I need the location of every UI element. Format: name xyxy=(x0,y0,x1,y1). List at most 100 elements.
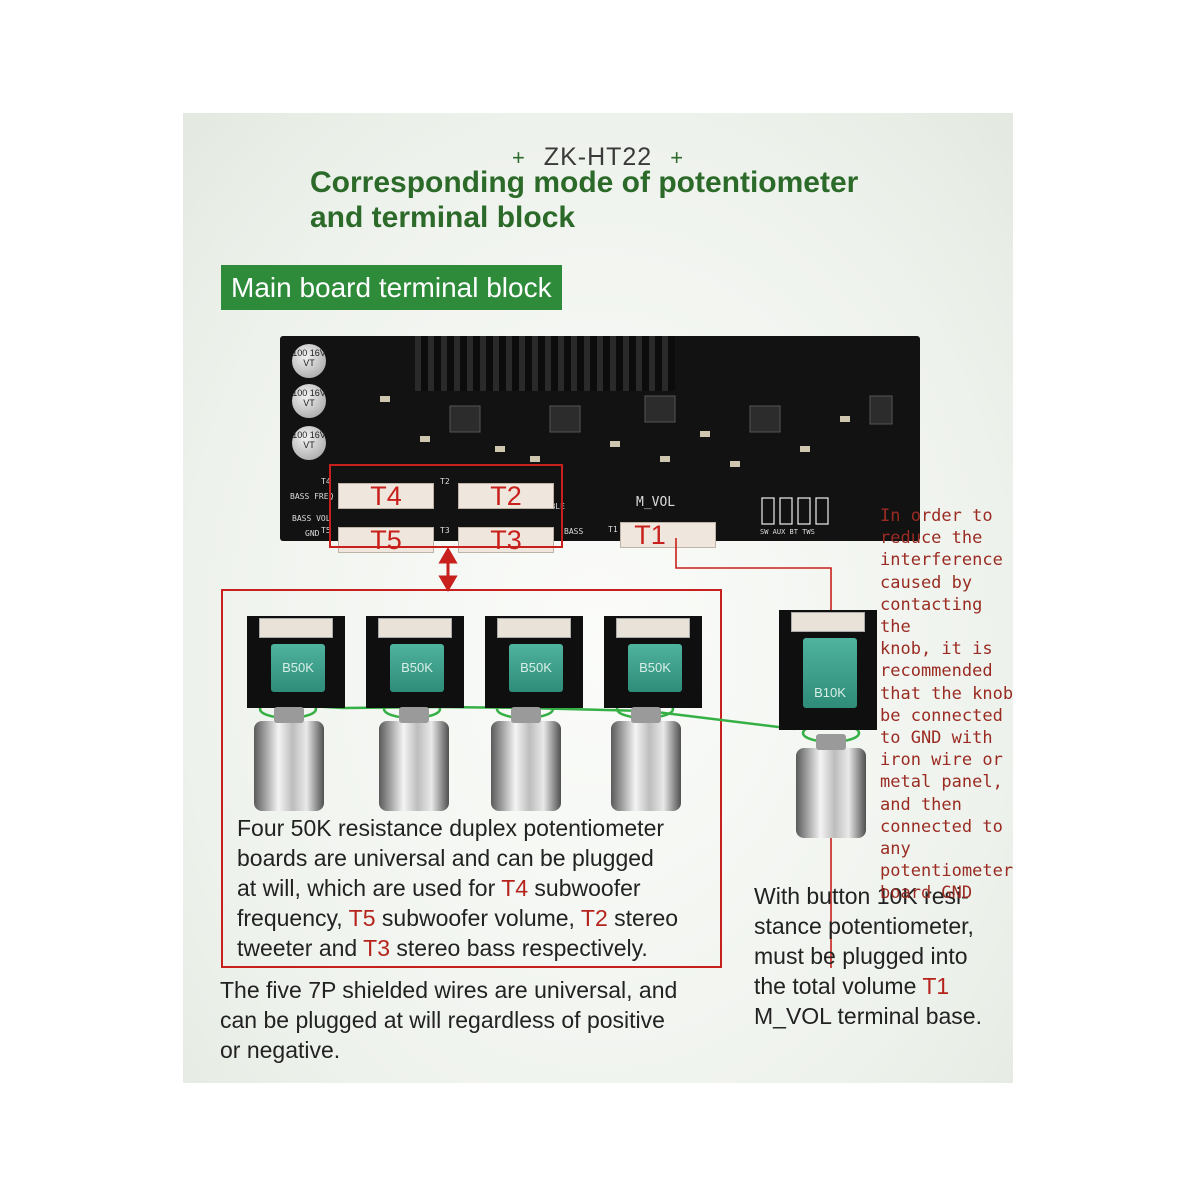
note-line: iron wire or xyxy=(880,750,1003,771)
pot-board: B50K xyxy=(247,616,345,708)
note-line: potentiometer xyxy=(880,861,1014,882)
knob-icon xyxy=(611,707,681,811)
note-line: that the knob xyxy=(880,683,1014,704)
note-line: reduce the xyxy=(880,528,983,549)
capacitor: 100 16V VT xyxy=(292,344,326,378)
text-line: can be plugged at will regardless of pos… xyxy=(220,1007,665,1033)
knob-icon xyxy=(796,734,866,838)
note-line: caused by xyxy=(880,572,973,593)
main-pot-description: With button 10K resi- stance potentiomet… xyxy=(754,881,982,1031)
section-label: Main board terminal block xyxy=(221,265,562,310)
text-run: subwoofer xyxy=(528,875,641,901)
gnd-side-note: In order to reduce the interference caus… xyxy=(880,505,1013,905)
highlight-t2: T2 xyxy=(580,905,608,931)
text-run: stereo xyxy=(607,905,679,931)
pot-group-frame xyxy=(221,589,722,968)
text-line: M_VOL terminal base. xyxy=(754,1003,982,1029)
text-line: boards are universal and can be plugged xyxy=(237,845,654,871)
pot-board: B50K xyxy=(604,616,702,708)
mvol-label: M_VOL xyxy=(636,495,676,510)
knob-icon xyxy=(491,707,561,811)
text-line: the total volume T1 xyxy=(754,971,982,1001)
terminal-t4 xyxy=(338,483,434,509)
note-line: In order to xyxy=(880,506,993,526)
terminal-label-t4: T4 xyxy=(370,481,402,511)
pot-board: B50K xyxy=(366,616,464,708)
text-run: the total volume xyxy=(754,973,923,999)
text-line: tweeter and T3 stereo bass respectively. xyxy=(237,933,678,963)
terminal-group-frame xyxy=(329,464,563,548)
note-line: any xyxy=(880,839,911,860)
header-7p xyxy=(259,618,333,638)
infographic-panel: + ZK-HT22 + Corresponding mode of potentio… xyxy=(183,113,1013,1083)
main-volume-pot-board: B10K xyxy=(779,610,877,730)
text-run: subwoofer volume, xyxy=(375,905,581,931)
header-7p xyxy=(791,612,865,632)
text-run: stereo bass respectively. xyxy=(390,935,648,961)
title-line-2: and terminal block xyxy=(310,201,576,234)
terminal-label-t1: T1 xyxy=(634,520,666,550)
highlight-t3: T3 xyxy=(363,935,391,961)
terminal-t2 xyxy=(458,483,554,509)
wire-description: The five 7P shielded wires are universal… xyxy=(220,975,677,1065)
pot-label: B50K xyxy=(390,644,444,692)
text-run: frequency, xyxy=(237,905,349,931)
header-7p xyxy=(616,618,690,638)
plus-right: + xyxy=(670,145,685,170)
silk-t5: T5 xyxy=(321,526,331,535)
terminal-t1 xyxy=(620,522,716,548)
text-line: With button 10K resi- xyxy=(754,883,969,909)
header-7p xyxy=(378,618,452,638)
silk-t3: T3 xyxy=(440,526,450,535)
terminal-label-t3: T3 xyxy=(490,525,522,555)
text-run: tweeter and xyxy=(237,935,364,961)
terminal-label-t5: T5 xyxy=(370,525,402,555)
title-line-1: Corresponding mode of potentiometer xyxy=(310,166,859,199)
note-line: be connected xyxy=(880,705,1003,726)
text-line: or negative. xyxy=(220,1037,341,1063)
silk-jumpers: SW AUX BT TWS xyxy=(760,528,815,536)
text-line: must be plugged into xyxy=(754,943,968,969)
pcb-traces xyxy=(380,395,893,525)
note-line: contacting the xyxy=(880,594,983,638)
double-arrow-icon xyxy=(438,547,458,592)
main-board-image: 100 16V VT 100 16V VT 100 16V VT BASS FR… xyxy=(280,336,920,554)
pot-label: B50K xyxy=(271,644,325,692)
t1-connector-line xyxy=(675,538,832,613)
note-line: interference xyxy=(880,550,1003,571)
note-line: recommended xyxy=(880,661,993,682)
terminal-t5 xyxy=(338,527,434,553)
text-line: at will, which are used for T4 subwoofer xyxy=(237,873,678,903)
silk-bass-vol: BASS VOL xyxy=(292,514,331,523)
pot-label: B50K xyxy=(509,644,563,692)
model-name: ZK-HT22 xyxy=(543,143,653,171)
note-line: metal panel, xyxy=(880,772,1003,793)
highlight-t5: T5 xyxy=(348,905,376,931)
note-line: connected to xyxy=(880,816,1003,837)
note-line: knob, it is xyxy=(880,639,993,660)
silk-t2: T2 xyxy=(440,477,450,486)
silk-t4: T4 xyxy=(321,477,331,486)
text-line: Four 50K resistance duplex potentiometer xyxy=(237,815,665,841)
heatsink xyxy=(415,336,675,391)
terminal-label-t2: T2 xyxy=(490,481,522,511)
page-title: Corresponding mode of potentiometer and … xyxy=(310,165,858,235)
knob-icon xyxy=(379,707,449,811)
capacitor: 100 16V VT xyxy=(292,426,326,460)
main-pot-label: B10K xyxy=(803,638,857,708)
highlight-t1: T1 xyxy=(922,973,950,999)
pot-description: Four 50K resistance duplex potentiometer… xyxy=(237,813,678,963)
note-line: to GND with xyxy=(880,728,993,749)
note-line: and then xyxy=(880,794,962,815)
model-heading: + ZK-HT22 + xyxy=(183,143,1013,172)
text-line: The five 7P shielded wires are universal… xyxy=(220,977,678,1003)
plus-left: + xyxy=(511,145,526,170)
text-line: stance potentiometer, xyxy=(754,913,974,939)
silk-bass: BASS xyxy=(564,527,584,536)
silk-gnd: GND xyxy=(305,529,320,538)
highlight-t4: T4 xyxy=(501,875,529,901)
pot-board: B50K xyxy=(485,616,583,708)
note-line: board GND xyxy=(880,883,973,904)
silk-t1: T1 xyxy=(608,525,618,534)
text-run: at will, which are used for xyxy=(237,875,502,901)
